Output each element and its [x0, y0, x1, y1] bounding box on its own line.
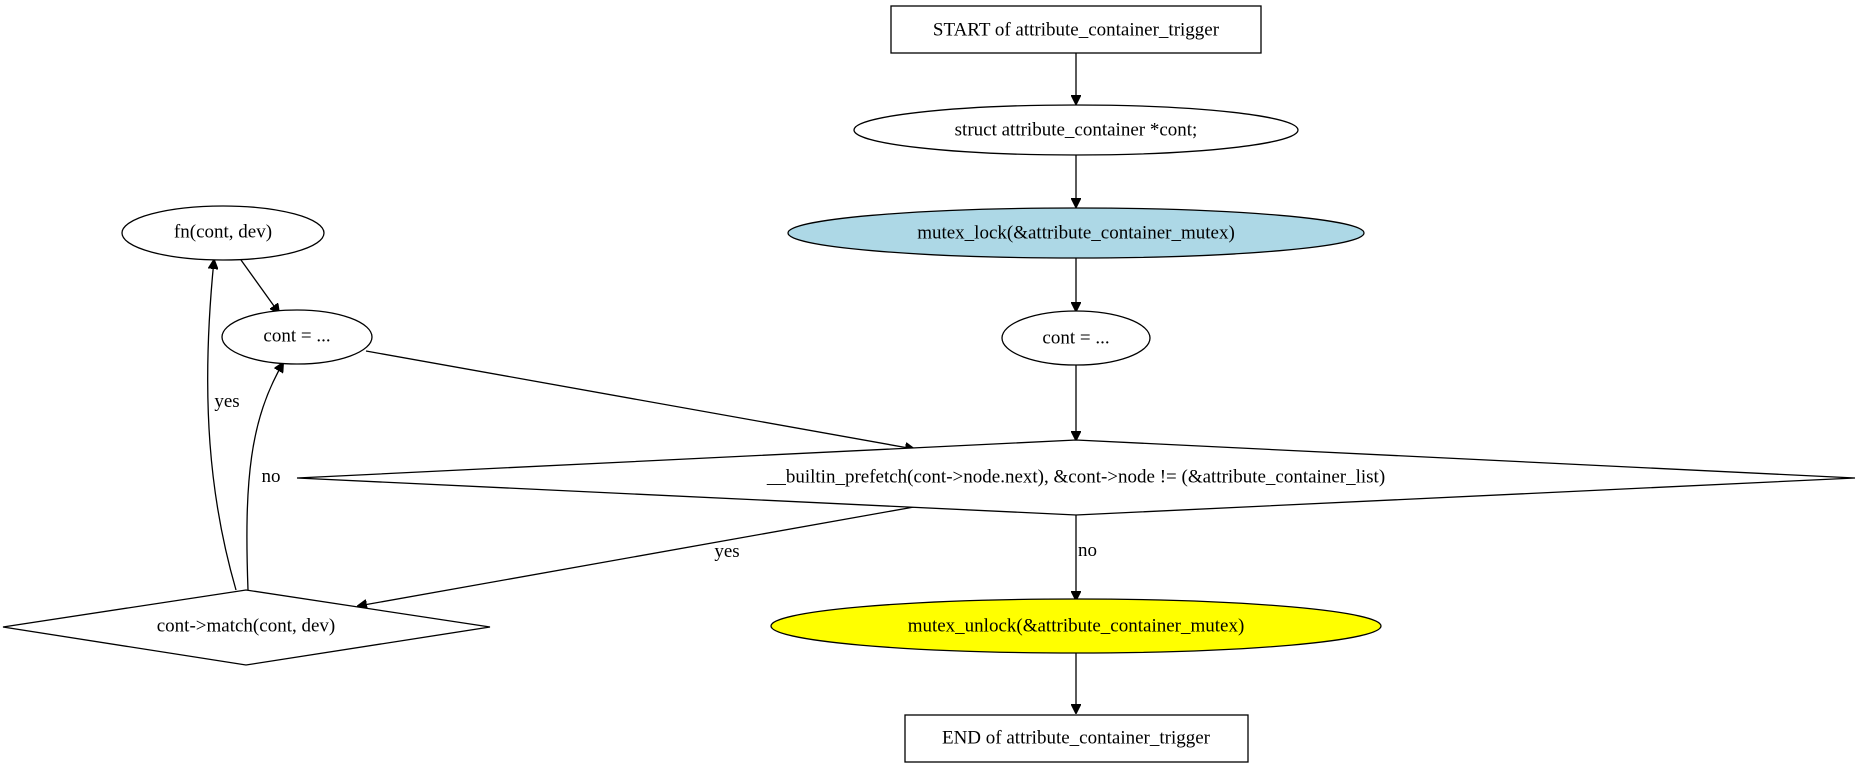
node-lock-shape	[787, 207, 1365, 259]
edge-match-yes-to-fn	[207, 260, 237, 591]
node-unlock-label: mutex_unlock(&attribute_container_mutex)	[908, 616, 1245, 637]
node-match: cont->match(cont, dev)	[2, 589, 491, 666]
node-step: cont = ...	[221, 309, 373, 365]
edge-match-no-to-step	[246, 363, 283, 591]
edge-step-to-loop	[365, 350, 914, 449]
node-lock: mutex_lock(&attribute_container_mutex)	[787, 207, 1365, 259]
node-init-label: cont = ...	[1042, 328, 1109, 349]
node-loop-cond-label: __builtin_prefetch(cont->node.next), &co…	[766, 467, 1385, 488]
edge-labels: no yes yes no	[214, 391, 1097, 562]
edge-label-match-no: no	[262, 466, 281, 487]
node-decl: struct attribute_container *cont;	[853, 104, 1299, 156]
node-end-label: END of attribute_container_trigger	[942, 728, 1211, 749]
node-call-fn-label: fn(cont, dev)	[174, 222, 272, 243]
node-loop-cond: __builtin_prefetch(cont->node.next), &co…	[296, 439, 1856, 516]
node-lock-label: mutex_lock(&attribute_container_mutex)	[917, 223, 1235, 244]
edges	[207, 53, 1076, 713]
node-unlock-shape	[770, 598, 1382, 654]
node-match-label: cont->match(cont, dev)	[157, 616, 335, 637]
node-decl-label: struct attribute_container *cont;	[955, 120, 1198, 141]
edge-label-match-yes: yes	[214, 391, 239, 412]
node-start-label: START of attribute_container_trigger	[933, 20, 1220, 41]
node-unlock: mutex_unlock(&attribute_container_mutex)	[770, 598, 1382, 654]
edge-label-loop-yes: yes	[714, 541, 739, 562]
node-start: START of attribute_container_trigger	[890, 5, 1262, 54]
node-end: END of attribute_container_trigger	[904, 714, 1249, 763]
node-step-label: cont = ...	[263, 326, 330, 347]
edge-fn-to-step	[240, 259, 279, 313]
edge-label-loop-no: no	[1078, 540, 1097, 561]
edge-loop-yes-to-match	[358, 506, 915, 606]
node-init: cont = ...	[1001, 310, 1151, 366]
node-call-fn: fn(cont, dev)	[121, 205, 325, 261]
